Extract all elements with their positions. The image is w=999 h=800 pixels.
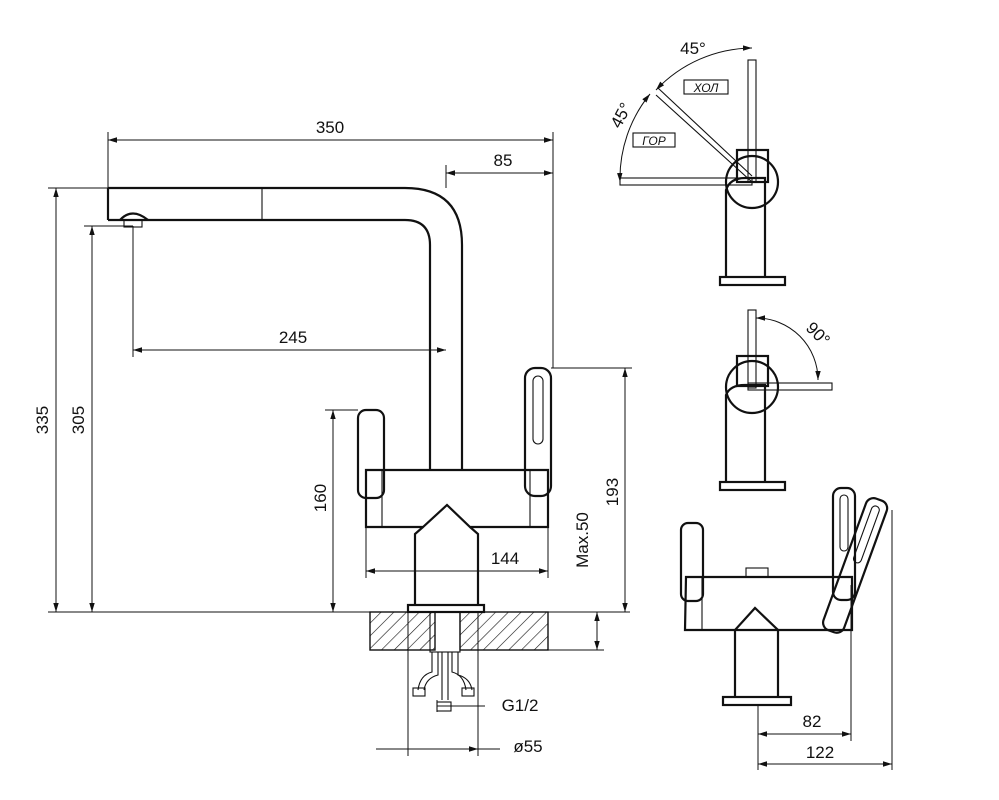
right-handle [523, 366, 553, 498]
dim-122: 122 [806, 743, 834, 762]
label-hot: ГОР [642, 134, 665, 148]
angle-45-top: 45° [680, 39, 706, 58]
left-handle [356, 408, 386, 500]
side-view-rotation: 90° [718, 309, 834, 492]
angle-45-left: 45° [607, 100, 636, 132]
dim-245: 245 [279, 328, 307, 347]
side-view-hot-cold: 45° 45° ХОЛ ГОР [607, 39, 787, 287]
main-front-view [106, 186, 553, 712]
dim-144: 144 [491, 549, 519, 568]
front-view-handles: 82 122 [679, 486, 893, 770]
dim-350: 350 [316, 118, 344, 137]
dim-85: 85 [494, 151, 513, 170]
countertop-section [369, 611, 549, 651]
dim-82: 82 [803, 712, 822, 731]
supply-hoses [412, 611, 475, 712]
dim-160: 160 [311, 484, 330, 512]
dimension-lines: 350 85 245 335 305 160 193 144 [33, 118, 632, 756]
dim-305: 305 [69, 406, 88, 434]
dim-max50: Max.50 [573, 512, 592, 568]
dim-g12: G1/2 [502, 696, 539, 715]
faucet-body [364, 468, 550, 614]
dim-335: 335 [33, 406, 52, 434]
label-cold: ХОЛ [693, 81, 720, 95]
dim-193: 193 [603, 478, 622, 506]
dim-dia55: ø55 [513, 737, 542, 756]
spout [106, 186, 464, 470]
